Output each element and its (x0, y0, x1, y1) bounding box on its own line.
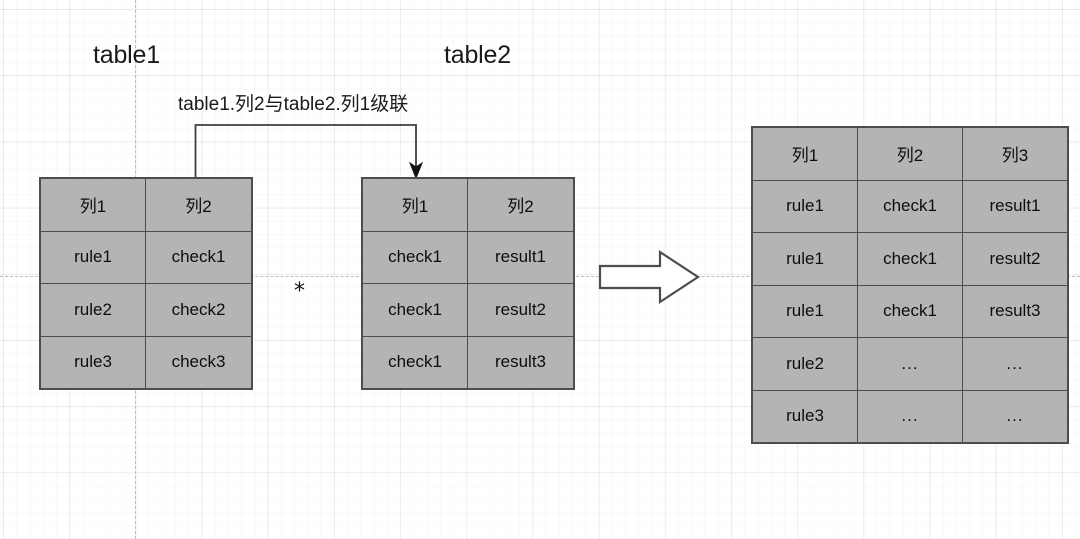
table-table1: 列1 列2 rule1 check1 rule2 check2 rule3 ch… (40, 178, 252, 389)
table-row: rule3 check3 (40, 335, 252, 389)
result-cell-r1c0: rule1 (752, 232, 858, 286)
table2-cell-r0c1: result1 (467, 230, 574, 284)
join-block-arrow (598, 249, 701, 305)
result-cell-r4c0: rule3 (752, 389, 858, 443)
table-row: rule3 ... ... (752, 389, 1068, 443)
result-cell-r0c0: rule1 (752, 179, 858, 233)
result-cell-r4c1: ... (857, 389, 963, 443)
table-row: 列1 列2 (40, 178, 252, 232)
table1-cell-r1c0: rule2 (40, 283, 146, 337)
table-row: check1 result2 (362, 283, 574, 337)
table-table2: 列1 列2 check1 result1 check1 result2 chec… (362, 178, 574, 389)
table2-cell-r0c0: check1 (362, 230, 468, 284)
table-row: check1 result3 (362, 335, 574, 389)
table1-cell-r2c0: rule3 (40, 335, 146, 389)
result-cell-r3c1: ... (857, 337, 963, 391)
table1-header-col2: 列2 (145, 178, 252, 232)
table-row: rule1 check1 result3 (752, 284, 1068, 338)
result-header-col2: 列2 (857, 127, 963, 181)
table2-cell-r2c1: result3 (467, 335, 574, 389)
table2-title: table2 (444, 41, 511, 69)
table1-cell-r0c1: check1 (145, 230, 252, 284)
table-row: check1 result1 (362, 230, 574, 284)
result-cell-r1c2: result2 (962, 232, 1068, 286)
table2-header-col1: 列1 (362, 178, 468, 232)
table1-cell-r1c1: check2 (145, 283, 252, 337)
table1-cell-r2c1: check3 (145, 335, 252, 389)
table-result: 列1 列2 列3 rule1 check1 result1 rule1 chec… (752, 127, 1068, 443)
result-header-col3: 列3 (962, 127, 1068, 181)
table-row: rule1 check1 result2 (752, 232, 1068, 286)
table1-cell-r0c0: rule1 (40, 230, 146, 284)
table1-header-col1: 列1 (40, 178, 146, 232)
table1-title: table1 (93, 41, 160, 69)
table2-cell-r1c1: result2 (467, 283, 574, 337)
result-cell-r4c2: ... (962, 389, 1068, 443)
table-row: rule2 ... ... (752, 337, 1068, 391)
table-row: 列1 列2 列3 (752, 127, 1068, 181)
multiplicity-star-marker: * (294, 279, 305, 304)
result-cell-r1c1: check1 (857, 232, 963, 286)
table2-header-col2: 列2 (467, 178, 574, 232)
result-header-col1: 列1 (752, 127, 858, 181)
cascade-connector-arrow (194, 124, 424, 180)
cascade-caption: table1.列2与table2.列1级联 (178, 94, 409, 115)
table2-cell-r2c0: check1 (362, 335, 468, 389)
table-row: 列1 列2 (362, 178, 574, 232)
result-cell-r3c0: rule2 (752, 337, 858, 391)
table-row: rule1 check1 result1 (752, 179, 1068, 233)
result-cell-r2c1: check1 (857, 284, 963, 338)
table2-cell-r1c0: check1 (362, 283, 468, 337)
table-row: rule2 check2 (40, 283, 252, 337)
result-cell-r2c2: result3 (962, 284, 1068, 338)
result-cell-r0c2: result1 (962, 179, 1068, 233)
table-row: rule1 check1 (40, 230, 252, 284)
result-cell-r3c2: ... (962, 337, 1068, 391)
result-cell-r0c1: check1 (857, 179, 963, 233)
result-cell-r2c0: rule1 (752, 284, 858, 338)
